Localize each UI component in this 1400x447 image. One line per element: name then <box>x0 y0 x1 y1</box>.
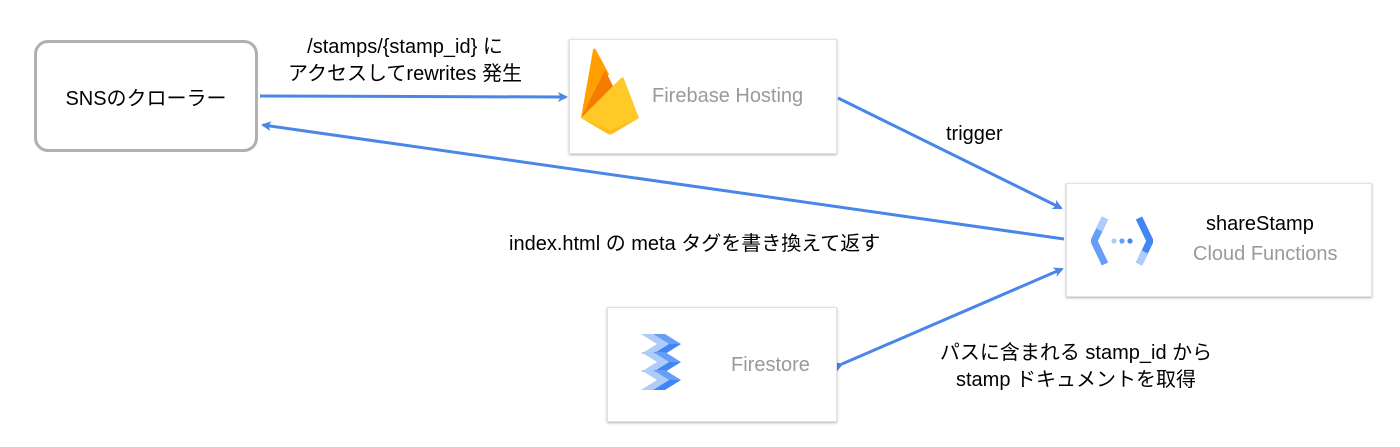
fetch-doc-edge-label-line1: パスに含まれる stamp_id から <box>939 342 1213 364</box>
arrow-hosting-to-functions <box>837 96 1063 210</box>
crawler-label: SNSのクローラー <box>65 87 227 110</box>
rewrite-meta-edge-label: index.html の meta タグを書き換えて返す <box>509 233 881 255</box>
firebase-hosting-label: Firebase Hosting <box>652 85 804 107</box>
arrow-firestore-functions-bidirectional <box>832 267 1064 372</box>
trigger-edge-label: trigger <box>946 123 1003 145</box>
cloud-functions-icon <box>1091 216 1153 266</box>
fetch-doc-edge-label: パスに含まれる stamp_id から stamp ドキュメントを取得 <box>906 340 1246 394</box>
access-edge-label-line1: /stamps/{stamp_id} に <box>307 36 503 58</box>
cloud-functions-title: shareStamp <box>1206 213 1314 235</box>
access-edge-label: /stamps/{stamp_id} に アクセスしてrewrites 発生 <box>270 34 540 88</box>
cloud-functions-node <box>1066 183 1372 297</box>
firebase-flame-icon <box>581 48 639 135</box>
crawler-node: SNSのクローラー <box>34 40 258 152</box>
access-edge-label-line2: アクセスしてrewrites 発生 <box>288 63 522 85</box>
arrow-crawler-to-hosting <box>259 91 568 102</box>
firestore-label: Firestore <box>731 354 810 376</box>
firestore-node <box>607 307 837 422</box>
firestore-icon <box>641 334 681 390</box>
cloud-functions-subtitle: Cloud Functions <box>1193 243 1338 265</box>
fetch-doc-edge-label-line2: stamp ドキュメントを取得 <box>955 369 1197 391</box>
arrow-functions-to-crawler <box>261 121 1065 241</box>
